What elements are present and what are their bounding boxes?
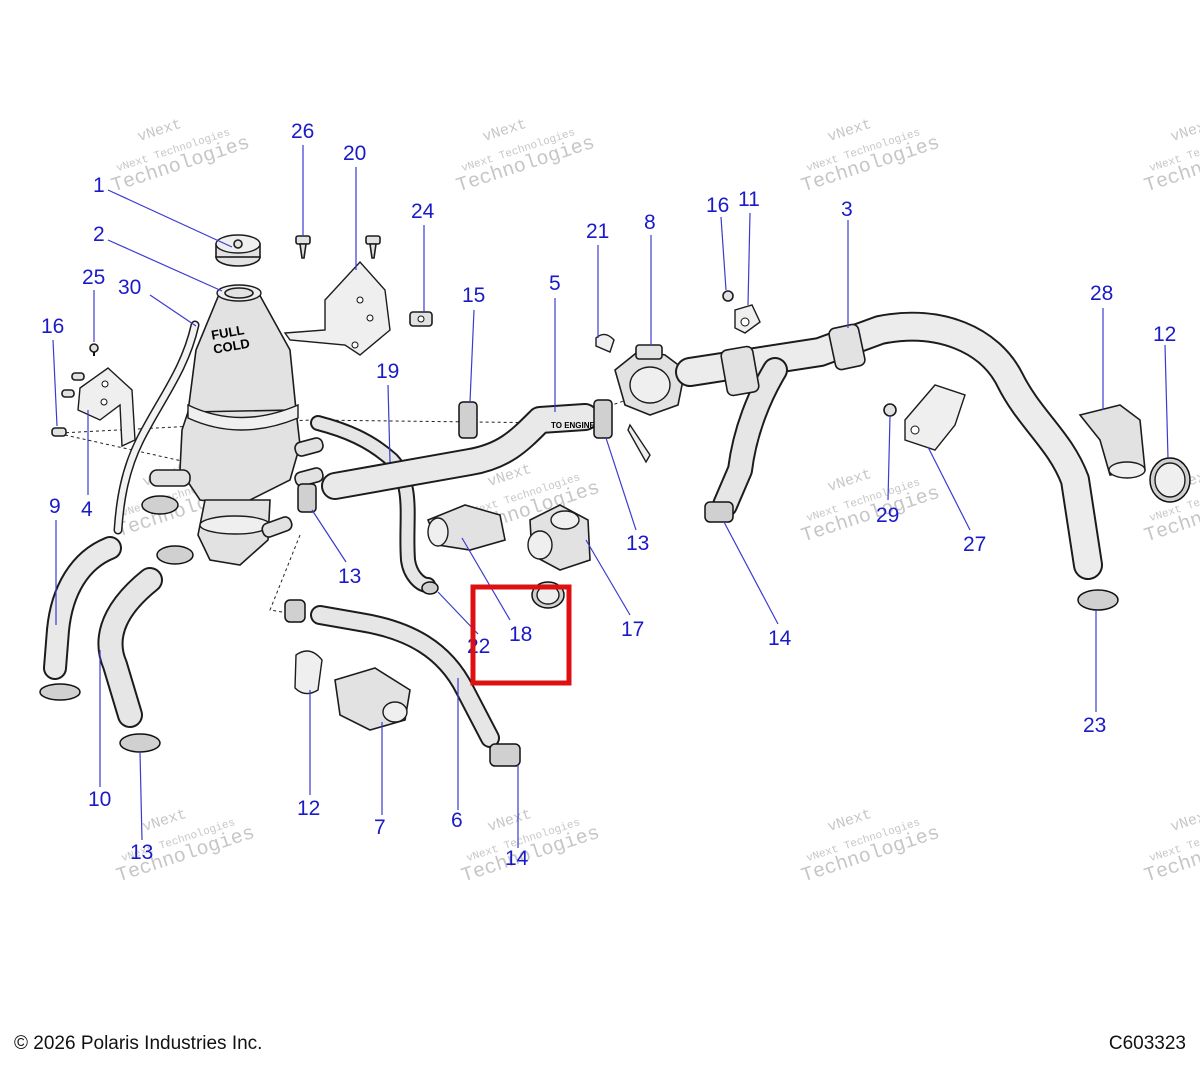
reservoir-bracket (283, 260, 391, 356)
pipe-3-sleeve (720, 345, 760, 397)
thermostat-housing-8 (614, 344, 686, 416)
clamp-21 (595, 333, 615, 353)
svg-text:vNext: vNext (486, 806, 534, 836)
assembly-dashed-lines (59, 377, 691, 616)
svg-text:vNext: vNext (481, 116, 529, 146)
callout-30: 30 (118, 276, 141, 299)
callout-15: 15 (462, 284, 485, 307)
callout-6: 6 (451, 809, 463, 832)
callout-2: 2 (93, 223, 105, 246)
hose-fitting-18 (426, 504, 506, 551)
callout-12: 12 (1153, 323, 1176, 346)
callout-13: 13 (626, 532, 649, 555)
push-rivet-26 (295, 235, 311, 259)
svg-text:vNext: vNext (826, 116, 874, 146)
callout-23: 23 (1083, 714, 1106, 737)
figure-id: C603323 (1108, 1033, 1186, 1054)
callout-16: 16 (41, 315, 64, 338)
callout-12: 12 (297, 797, 320, 820)
elbow-fitting-28 (1078, 404, 1146, 479)
callout-14: 14 (505, 847, 529, 870)
svg-text:TO ENGINE: TO ENGINE (551, 421, 596, 430)
watermark: vNext vNext Technologies Technologies (109, 116, 253, 198)
clamp-9 (39, 683, 81, 701)
callout-9: 9 (49, 495, 61, 518)
watermark: vNext vNext Technologies Technologies (1142, 806, 1200, 888)
clamp-12-lower (294, 650, 323, 695)
callout-29: 29 (876, 504, 899, 527)
clamp-13-bottom (119, 733, 161, 753)
callout-20: 20 (343, 142, 366, 165)
callout-17: 17 (621, 618, 644, 641)
hose-connector-7 (334, 667, 411, 731)
coolant-reservoir: FULL COLD (149, 284, 324, 566)
callout-16: 16 (706, 194, 729, 217)
callout-8: 8 (644, 211, 656, 234)
watermark: vNext vNext Technologies Technologies (799, 116, 943, 198)
mount-bracket (77, 367, 136, 448)
callout-24: 24 (411, 200, 435, 223)
svg-text:COLD: COLD (212, 336, 251, 357)
tee-fitting-17 (527, 504, 591, 571)
screw-25 (89, 343, 99, 356)
pipe-bracket-27 (904, 384, 966, 451)
callout-27: 27 (963, 533, 986, 556)
callout-28: 28 (1090, 282, 1113, 305)
reservoir-cap (215, 234, 261, 267)
watermark: vNext vNext Technologies Technologies (114, 806, 258, 888)
watermark: vNext vNext Technologies Technologies (799, 806, 943, 888)
svg-text:vNext: vNext (1169, 116, 1200, 146)
clamp-13-mid (297, 483, 317, 513)
strap-clamp (627, 423, 651, 464)
svg-text:vNext: vNext (826, 806, 874, 836)
svg-text:vNext: vNext (826, 466, 874, 496)
svg-text:FULL: FULL (210, 322, 245, 343)
highlight-box-part-18 (470, 584, 572, 686)
svg-text:vNext: vNext (1169, 806, 1200, 836)
callout-3: 3 (841, 198, 853, 221)
callout-7: 7 (374, 816, 386, 839)
clamp-left-a (141, 495, 179, 515)
parts: FULL COLD (39, 234, 1191, 767)
callout-11: 11 (738, 188, 760, 211)
watermark: vNext vNext Technologies Technologies (459, 806, 603, 888)
clamp-15 (458, 401, 478, 439)
watermark: vNext vNext Technologies Technologies (1142, 116, 1200, 198)
clamp-22 (421, 581, 439, 595)
clamp-14-lower (489, 743, 521, 767)
callout-1: 1 (93, 174, 105, 197)
nut-16 (722, 290, 734, 302)
copyright-text: © 2026 Polaris Industries Inc. (14, 1033, 263, 1054)
callouts: 1 2 25 30 16 4 9 10 13 26 20 24 19 15 13… (41, 120, 1176, 870)
svg-text:vNext: vNext (136, 116, 184, 146)
clamp-13-lower (284, 599, 306, 623)
callout-10: 10 (88, 788, 111, 811)
callout-26: 26 (291, 120, 314, 143)
svg-text:vNext: vNext (141, 806, 189, 836)
callout-19: 19 (376, 360, 399, 383)
clamp-13-right (593, 399, 613, 439)
watermark: vNext vNext Technologies Technologies (799, 466, 943, 548)
clamp-23 (1077, 589, 1119, 611)
callout-21: 21 (586, 220, 609, 243)
callout-5: 5 (549, 272, 561, 295)
leader-lines (52, 145, 1169, 848)
callout-4: 4 (81, 498, 93, 521)
callout-14: 14 (768, 627, 792, 650)
callout-13: 13 (338, 565, 361, 588)
clamp-14-right (704, 501, 734, 523)
watermark: vNext vNext Technologies Technologies (454, 116, 598, 198)
bolt-29 (883, 403, 897, 417)
clamp-left-b (156, 545, 194, 565)
callout-25: 25 (82, 266, 105, 289)
callout-18: 18 (509, 623, 532, 646)
bolt-fasteners (61, 372, 85, 398)
pipe-3-collar (828, 323, 866, 371)
screw-16-left (51, 427, 67, 437)
callout-13: 13 (130, 841, 153, 864)
push-rivet-upper (365, 235, 381, 259)
nut-24 (409, 311, 433, 327)
